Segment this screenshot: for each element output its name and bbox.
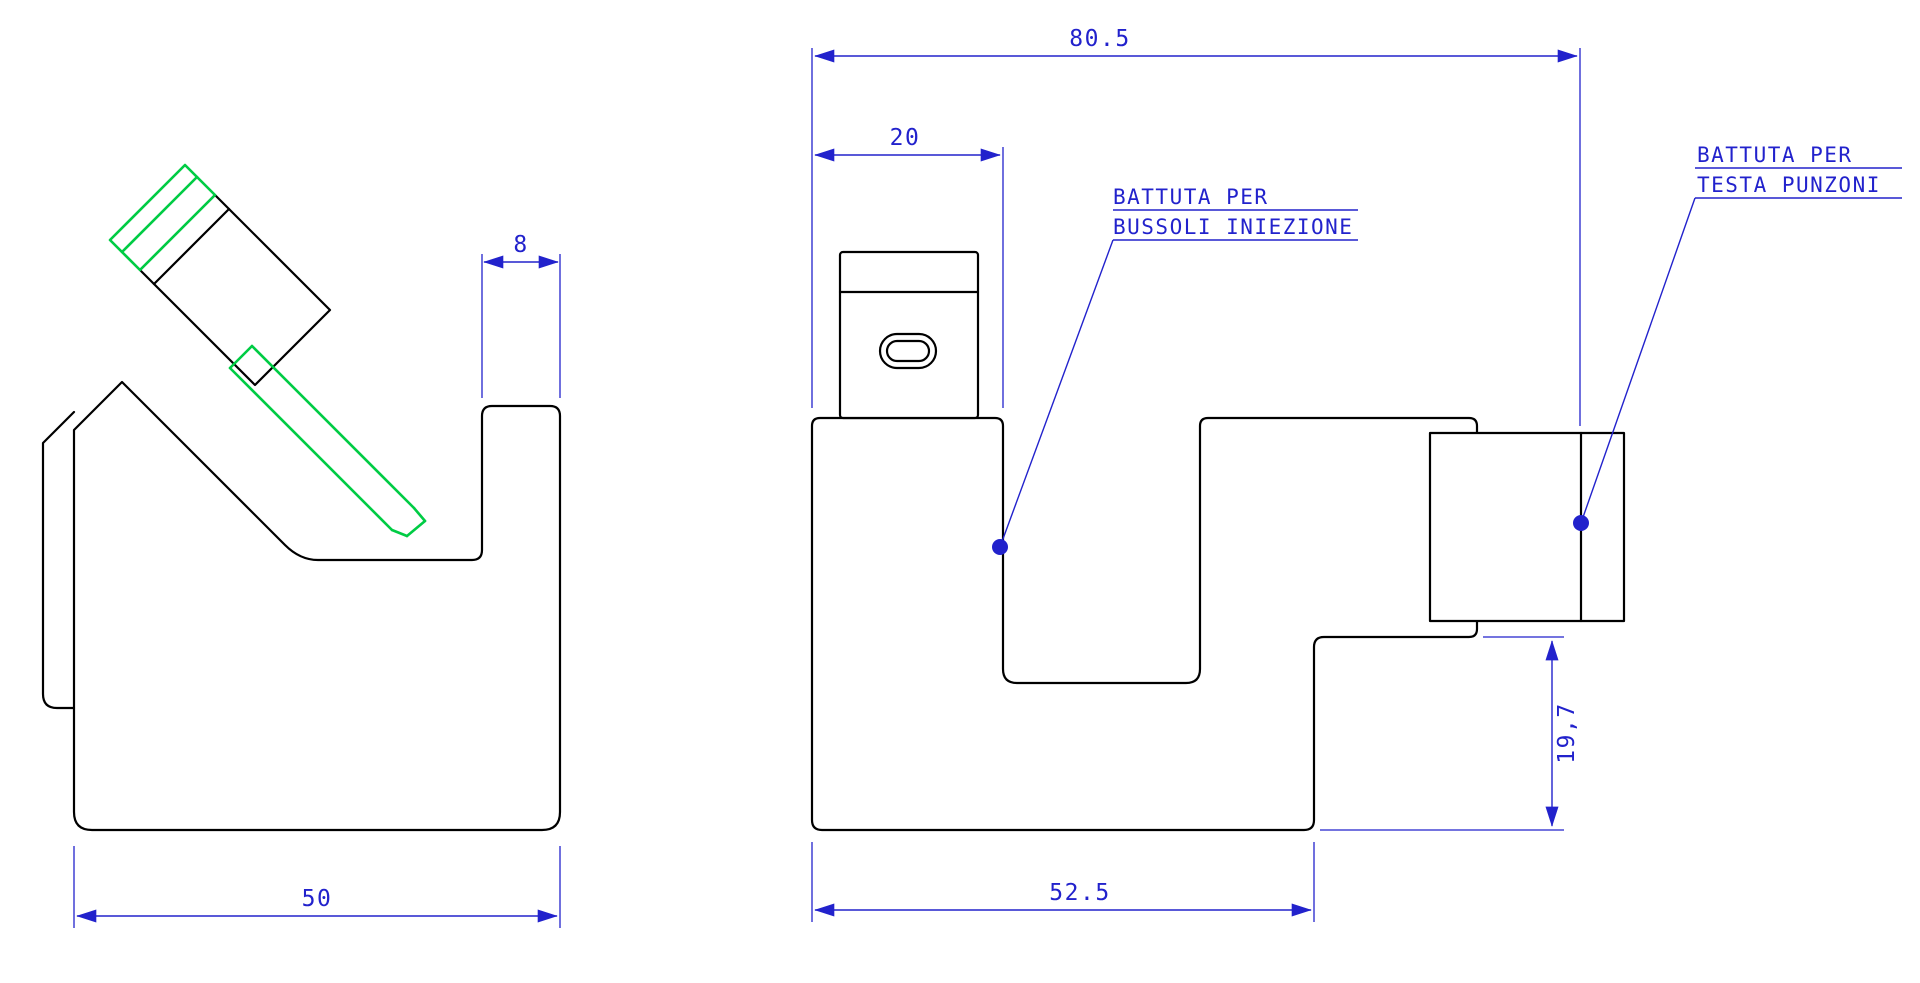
callout-text-line1: BATTUTA PER <box>1113 185 1269 209</box>
dimension-text: 50 <box>302 886 333 912</box>
punch-head-block <box>1428 431 1626 623</box>
top-block <box>838 250 980 420</box>
dim-bottom-width: 52.5 <box>811 842 1315 922</box>
dim-step-height: 19,7 <box>1320 636 1580 831</box>
clamp-block-inner-line <box>152 207 231 286</box>
pin-tip-chamfer-bottom <box>390 528 409 538</box>
dimension-text: 52.5 <box>1049 880 1110 906</box>
slot-oval-inner <box>885 339 931 363</box>
pin-shaft-top-line <box>250 344 416 510</box>
dimension-text: 8 <box>513 232 528 258</box>
pin-head-facet-line <box>120 175 199 254</box>
dimension-text: 19,7 <box>1554 702 1580 763</box>
pin-tip-end-face <box>405 519 427 538</box>
callout-text-line2: BUSSOLI INIEZIONE <box>1113 215 1353 239</box>
part-outline <box>72 380 562 832</box>
dimension-text: 20 <box>890 125 921 151</box>
pin-shaft-entry-line <box>228 344 254 370</box>
dim-overall-width-front: 80.5 <box>811 26 1581 426</box>
dim-tab-width: 8 <box>481 232 561 398</box>
leader-line <box>1580 197 1696 524</box>
front-view: 80.5 20 52.5 19,7 <box>810 26 1902 922</box>
clamp-block <box>138 193 332 387</box>
pin-shaft <box>228 344 427 538</box>
dim-overall-width-side: 50 <box>73 846 561 928</box>
side-view: 8 50 <box>41 163 562 928</box>
pin-tip-chamfer-top <box>412 506 427 523</box>
slot-oval-outer <box>878 332 938 370</box>
pin-head-outline <box>108 163 217 272</box>
callout-punzoni: BATTUTA PER TESTA PUNZONI <box>1573 143 1902 531</box>
callout-text-line1: BATTUTA PER <box>1697 143 1853 167</box>
dimension-text: 80.5 <box>1069 26 1130 52</box>
side-plate-outline <box>41 410 76 710</box>
leader-line <box>999 239 1114 548</box>
callout-text-line2: TESTA PUNZONI <box>1697 173 1881 197</box>
callout-bussoli: BATTUTA PER BUSSOLI INIEZIONE <box>992 185 1358 555</box>
punch-head-outline <box>1428 431 1626 623</box>
pin-head <box>108 163 217 272</box>
dim-left-width: 20 <box>814 125 1004 408</box>
pin-shaft-bottom-line <box>228 366 394 532</box>
part-outline <box>810 416 1479 832</box>
